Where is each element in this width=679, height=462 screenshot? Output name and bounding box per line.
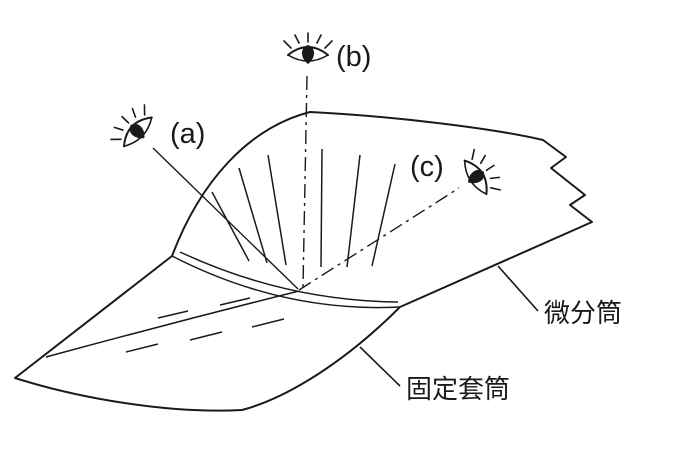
- sight-line-c: [298, 187, 460, 291]
- thimble-label: 微分筒: [544, 298, 622, 328]
- thimble-graduations: [211, 148, 396, 268]
- eye-icon-c: [453, 144, 509, 204]
- thimble-leader-line: [497, 265, 539, 312]
- sleeve-reference-line: [45, 290, 300, 358]
- micrometer-body: [14, 111, 593, 412]
- viewpoint-label-c: (c): [410, 151, 444, 183]
- viewpoint-label-b: (b): [336, 41, 371, 73]
- sleeve-graduations: [125, 297, 285, 353]
- sight-line-a: [152, 147, 299, 290]
- eye-icon-a: [104, 98, 162, 157]
- viewpoint-label-a: (a): [170, 118, 205, 150]
- sleeve-leader-line: [359, 346, 401, 387]
- sight-line-b: [302, 75, 308, 288]
- sleeve-label: 固定套筒: [406, 374, 510, 404]
- thimble-edge-arc-lower: [171, 255, 401, 309]
- eye-icon-b: [283, 32, 333, 65]
- thimble-edge-arc-upper: [179, 251, 399, 303]
